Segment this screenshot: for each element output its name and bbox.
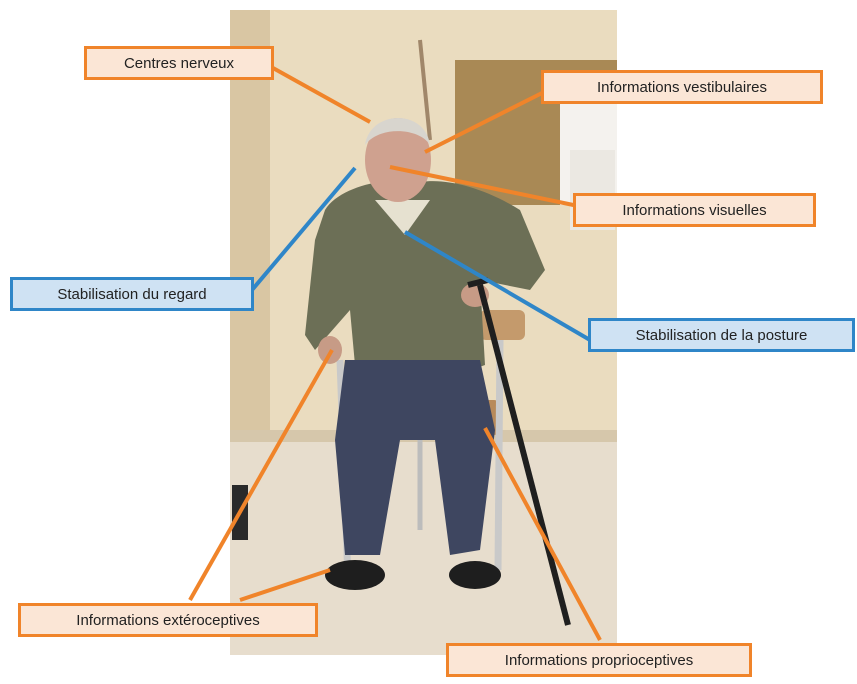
label-informations-vestibulaires: Informations vestibulaires <box>541 70 823 104</box>
photo-chair-leg <box>498 340 500 570</box>
photo-stand <box>232 485 248 540</box>
label-centres-nerveux: Centres nerveux <box>84 46 274 80</box>
label-informations-proprioceptives: Informations proprioceptives <box>446 643 752 677</box>
photo-elderly-man-seated <box>230 10 617 655</box>
photo-hand <box>318 336 342 364</box>
photo-shoe <box>449 561 501 589</box>
label-informations-visuelles: Informations visuelles <box>573 193 816 227</box>
label-informations-exteroceptives: Informations extéroceptives <box>18 603 318 637</box>
label-stabilisation-du-regard: Stabilisation du regard <box>10 277 254 311</box>
label-stabilisation-de-la-posture: Stabilisation de la posture <box>588 318 855 352</box>
photo-shoe <box>325 560 385 590</box>
